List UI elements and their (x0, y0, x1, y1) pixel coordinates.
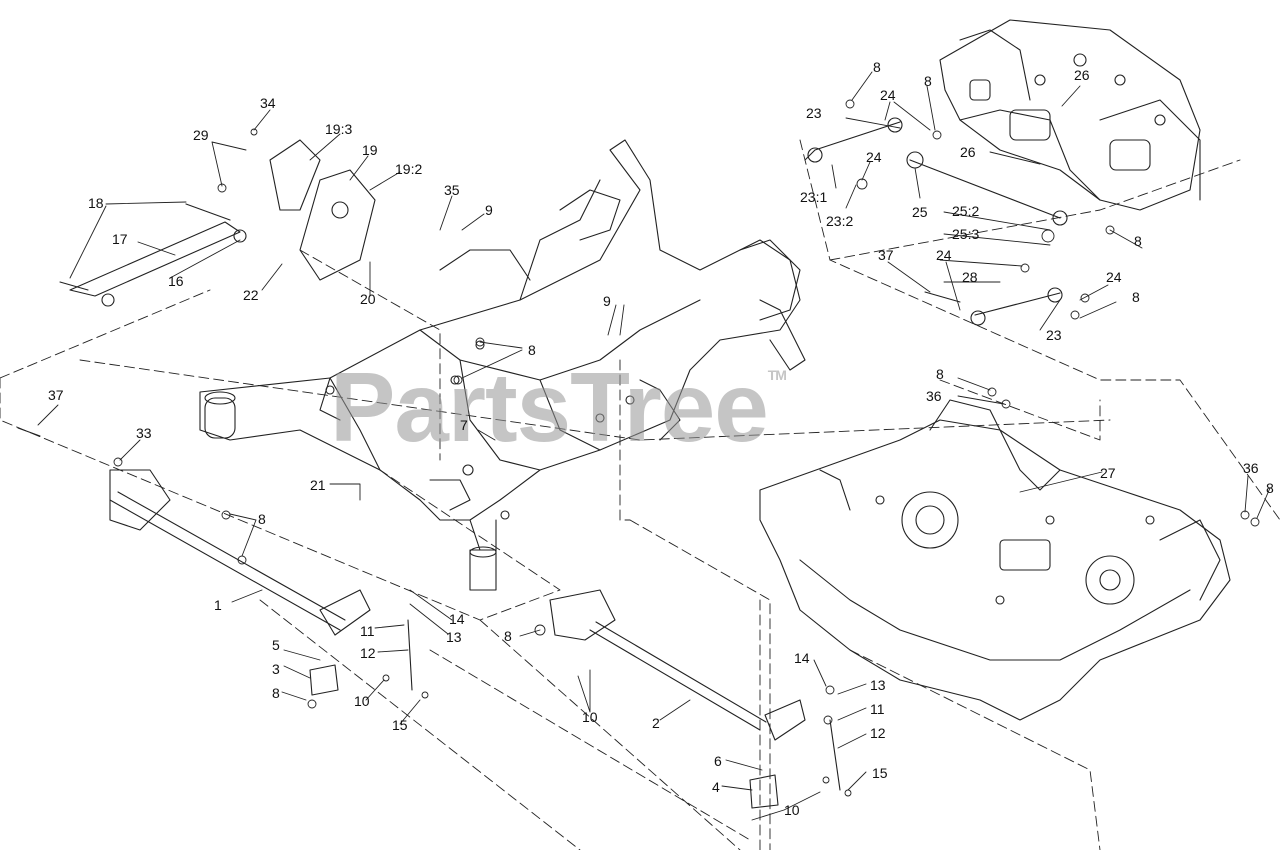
ref-line-a (299, 249, 441, 461)
callout-29: 29 (193, 127, 209, 143)
rod-1b (117, 491, 346, 621)
callout-34: 34 (260, 95, 276, 111)
callout-23-1: 23:1 (800, 189, 828, 205)
callout-25-3: 25:3 (952, 226, 980, 242)
ref-box-center (629, 519, 771, 850)
callout-8-upper-right: 8 (1134, 233, 1142, 249)
callout-36-right-b: 36 (1243, 460, 1259, 476)
callout-36-right-a: 36 (926, 388, 942, 404)
callout-27: 27 (1100, 465, 1116, 481)
callout-8-center: 8 (528, 342, 536, 358)
callout-23-lower: 23 (1046, 327, 1062, 343)
callout-25-2: 25:2 (952, 203, 980, 219)
rod-25 (909, 159, 1061, 219)
callout-8-far-right: 8 (1266, 480, 1274, 496)
callout-10-center: 10 (582, 709, 598, 725)
callout-23-upper: 23 (806, 105, 822, 121)
rod-23 (804, 121, 901, 161)
callout-11-left: 11 (360, 623, 375, 639)
watermark-tm: TM (767, 367, 787, 383)
callout-4: 4 (712, 779, 720, 795)
callout-14-left: 14 (449, 611, 465, 627)
ref-box-front (429, 649, 1101, 850)
rod-1 (109, 499, 341, 631)
callout-1: 1 (214, 597, 222, 613)
ref-box-mid (939, 379, 1101, 441)
arm-pivot (319, 589, 371, 636)
callout-6: 6 (714, 753, 722, 769)
callout-3: 3 (272, 661, 280, 677)
link-12-right (829, 719, 841, 791)
callout-26-top: 26 (1074, 67, 1090, 83)
pin-37-right (924, 291, 961, 303)
link-12 (407, 619, 413, 691)
callout-10-left: 10 (354, 693, 370, 709)
callout-8-mid: 8 (504, 628, 512, 644)
watermark-text: PartsTree (330, 352, 769, 462)
callout-23-2: 23:2 (826, 213, 854, 229)
rod-23-lower (974, 292, 1061, 316)
callout-8-upper-b: 8 (924, 73, 932, 89)
callout-25: 25 (912, 204, 928, 220)
callout-2: 2 (652, 715, 660, 731)
callout-17: 17 (112, 231, 128, 247)
callout-13-right: 13 (870, 677, 886, 693)
partstree-watermark: PartsTreeTM (330, 358, 787, 456)
callout-37-left: 37 (48, 387, 64, 403)
bolt-18 (59, 203, 231, 291)
callout-8-lower-right: 8 (1132, 289, 1140, 305)
arm-center (549, 589, 616, 641)
callout-24-lower: 24 (936, 247, 952, 263)
ref-box-upper (829, 159, 1241, 261)
callout-12-left: 12 (360, 645, 376, 661)
callout-8-upper-a: 8 (873, 59, 881, 75)
bracket-19 (269, 139, 376, 281)
callout-8-lower-left: 8 (272, 685, 280, 701)
callout-26-mid: 26 (960, 144, 976, 160)
callout-9-center: 9 (603, 293, 611, 309)
callout-18: 18 (88, 195, 104, 211)
callout-15-left: 15 (392, 717, 408, 733)
block-4 (749, 774, 779, 809)
block-3 (309, 664, 339, 696)
lower-right-deck (759, 399, 1231, 721)
callout-13-left: 13 (446, 629, 462, 645)
callout-12-right: 12 (870, 725, 886, 741)
callout-15-right: 15 (872, 765, 888, 781)
callout-20: 20 (360, 291, 376, 307)
main-frame-assembly (199, 139, 806, 591)
ref-line-b (619, 359, 631, 521)
callout-24-mid: 24 (866, 149, 882, 165)
callout-19: 19 (362, 142, 378, 158)
callout-9-top: 9 (485, 202, 493, 218)
ref-line-d (79, 359, 1111, 441)
callout-11-right: 11 (870, 701, 885, 717)
callout-16: 16 (168, 273, 184, 289)
callout-8-right-a: 8 (936, 366, 944, 382)
callout-21: 21 (310, 477, 326, 493)
ref-box-right (799, 139, 1280, 521)
callout-19-2: 19:2 (395, 161, 423, 177)
callout-10-right: 10 (784, 802, 800, 818)
arm-right (764, 699, 806, 741)
upper-right-frame (939, 19, 1201, 211)
linkage-17 (69, 221, 247, 307)
callout-7: 7 (460, 417, 468, 433)
callout-14-right: 14 (794, 650, 810, 666)
callout-33: 33 (136, 425, 152, 441)
callout-35: 35 (444, 182, 460, 198)
callout-5: 5 (272, 637, 280, 653)
callout-24-upper: 24 (880, 87, 896, 103)
rod-2b (595, 621, 767, 723)
callout-24-lower-right: 24 (1106, 269, 1122, 285)
callout-8-left: 8 (258, 511, 266, 527)
callout-28: 28 (962, 269, 978, 285)
arm-1 (109, 469, 171, 531)
callout-19-3: 19:3 (325, 121, 353, 137)
ref-box-lower (259, 599, 741, 850)
rod-2 (589, 629, 761, 731)
callout-37-right: 37 (878, 247, 894, 263)
callout-22: 22 (243, 287, 259, 303)
